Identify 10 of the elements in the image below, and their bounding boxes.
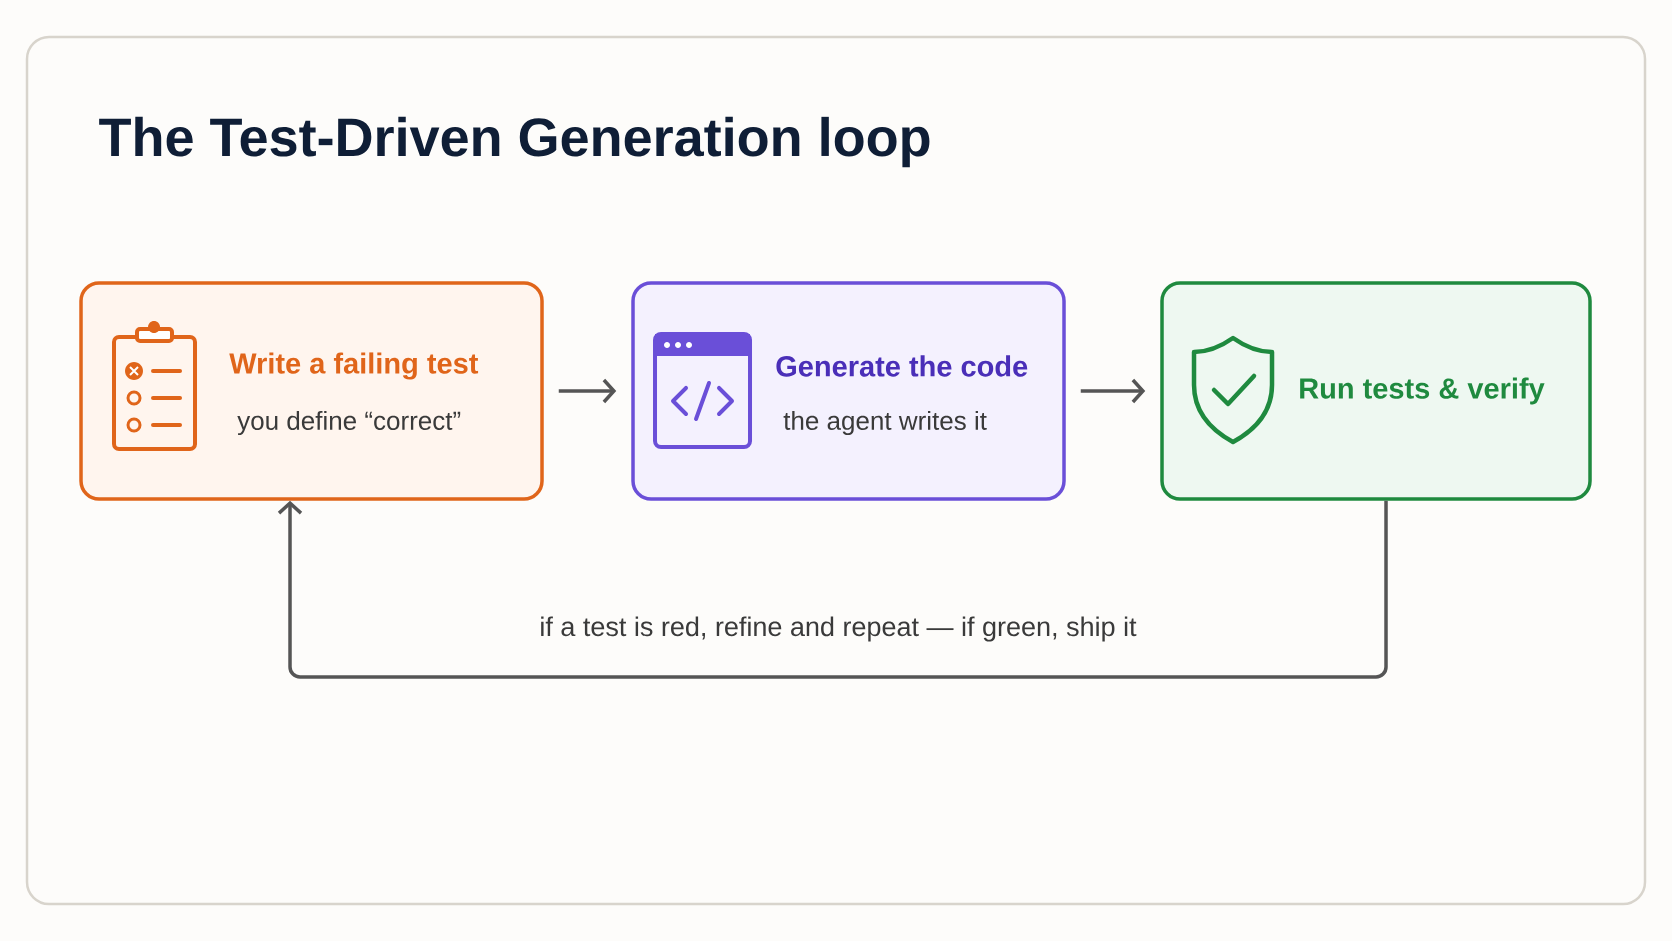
- step-subtitle: you define “correct”: [237, 410, 461, 436]
- step-heading: Run tests & verify: [1300, 377, 1545, 405]
- arrow: [277, 500, 1388, 679]
- arrow: [558, 378, 617, 404]
- step-subtitle: the agent writes it: [783, 410, 987, 436]
- step-heading: Write a failing test: [229, 352, 479, 380]
- step-heading: Generate the code: [776, 355, 1028, 377]
- edge-label: if a test is red, refine and repeat — if green, ship it: [536, 613, 1140, 645]
- arrow: [1080, 378, 1146, 404]
- title: The Test-Driven Generation loop: [99, 116, 930, 168]
